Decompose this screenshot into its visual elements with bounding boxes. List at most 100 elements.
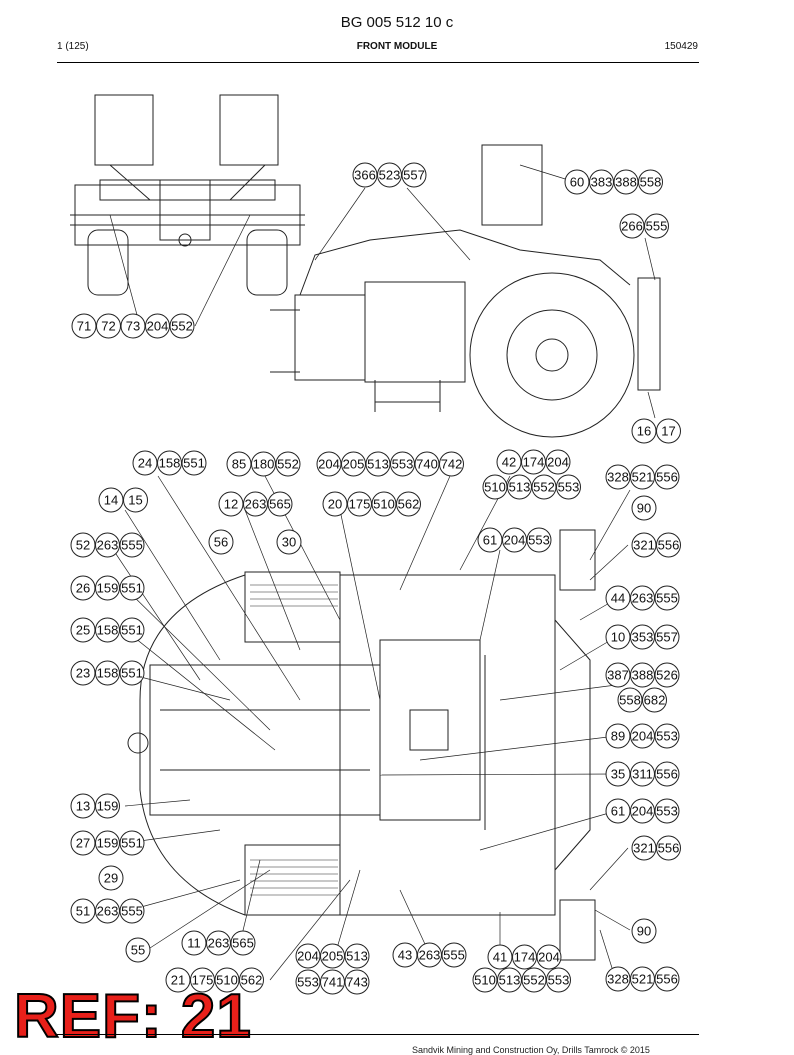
callout-label: 204	[318, 457, 340, 472]
callout-label: 263	[632, 591, 654, 606]
document-title: BG 005 512 10 c	[340, 14, 454, 31]
callout-label: 383	[591, 175, 613, 190]
callout-circle	[119, 898, 145, 924]
callout-label: 263	[245, 497, 267, 512]
callout-circle	[439, 451, 464, 477]
callout-label: 513	[499, 973, 521, 988]
callout-label: 205	[322, 949, 344, 964]
callout-label: 175	[349, 497, 371, 512]
top-view-drawing	[127, 529, 596, 961]
callout-circle	[656, 418, 681, 444]
callout-circle	[654, 464, 680, 490]
callout-label: 510	[474, 973, 496, 988]
callout-label: 15	[128, 493, 142, 508]
callout-label: 555	[646, 219, 668, 234]
callout-label: 174	[523, 455, 545, 470]
callout-label: 562	[241, 973, 263, 988]
callout-label: 552	[533, 480, 555, 495]
callout-label: 557	[656, 630, 678, 645]
callout-label: 263	[97, 904, 119, 919]
callout-label: 553	[558, 480, 580, 495]
callout-label: 321	[633, 538, 655, 553]
callout-label: 552	[171, 319, 193, 334]
callout-label: 30	[282, 535, 296, 550]
callout-label: 44	[611, 591, 625, 606]
callout-label: 51	[76, 904, 90, 919]
callout-label: 17	[661, 424, 675, 439]
callout-label: 204	[147, 319, 169, 334]
callout-label: 562	[398, 497, 420, 512]
callout-label: 388	[615, 175, 637, 190]
callout-label: 60	[570, 175, 584, 190]
callout-label: 263	[419, 948, 441, 963]
callout-label: 366	[354, 168, 376, 183]
callout-label: 159	[97, 836, 119, 851]
callout-label: 42	[502, 455, 516, 470]
callout-label: 73	[126, 319, 140, 334]
callout-label: 205	[343, 457, 365, 472]
side-view-drawing	[270, 144, 661, 438]
callout-circle	[536, 944, 562, 970]
callout-label: 555	[121, 904, 143, 919]
callout-circle	[654, 624, 680, 650]
callout-label: 521	[632, 972, 654, 987]
callout-circle	[275, 451, 301, 477]
callout-label: 21	[171, 973, 185, 988]
callout-label: 26	[76, 581, 90, 596]
callout-circle	[631, 918, 657, 944]
callout-circle	[239, 967, 264, 993]
callout-label: 55	[131, 943, 145, 958]
callout-circle	[441, 942, 467, 968]
callout-circle	[396, 491, 421, 517]
callout-circle	[631, 495, 657, 521]
callout-label: 510	[484, 480, 506, 495]
callout-label: 551	[121, 666, 143, 681]
callout-label: 510	[216, 973, 238, 988]
document-date: 150429	[664, 41, 698, 52]
callout-label: 526	[656, 668, 678, 683]
callout-label: 20	[328, 497, 342, 512]
callout-label: 85	[232, 457, 246, 472]
callout-circle	[119, 660, 145, 686]
callout-circle	[123, 487, 148, 513]
callout-circle	[276, 529, 302, 555]
callout-label: 551	[121, 836, 143, 851]
callout-label: 29	[104, 871, 118, 886]
callout-label: 16	[637, 424, 651, 439]
reference-stamp: REF: 21	[13, 982, 252, 1051]
callout-circle	[267, 491, 293, 517]
callout-label: 204	[538, 950, 560, 965]
callout-label: 552	[523, 973, 545, 988]
callout-circle	[654, 662, 680, 688]
callout-label: 328	[607, 972, 629, 987]
callout-label: 682	[644, 693, 666, 708]
callout-label: 71	[77, 319, 91, 334]
callout-label: 10	[611, 630, 625, 645]
callout-circle	[181, 450, 207, 476]
callout-circle	[344, 969, 370, 995]
callout-label: 158	[97, 623, 119, 638]
callout-label: 556	[656, 972, 678, 987]
callout-label: 553	[656, 804, 678, 819]
callout-circle	[526, 527, 552, 553]
callout-label: 90	[637, 501, 651, 516]
callout-label: 23	[76, 666, 90, 681]
callout-label: 204	[632, 804, 654, 819]
callout-circle	[230, 930, 256, 956]
callout-circle	[208, 529, 234, 555]
callout-label: 266	[621, 219, 643, 234]
callout-circle	[98, 865, 124, 891]
callout-label: 510	[373, 497, 395, 512]
callout-circle	[344, 943, 370, 969]
callout-label: 388	[632, 668, 654, 683]
callout-label: 558	[640, 175, 662, 190]
callout-label: 204	[547, 455, 569, 470]
callout-label: 553	[392, 457, 414, 472]
callout-label: 552	[277, 457, 299, 472]
callout-circle	[656, 532, 681, 558]
callout-circle	[656, 835, 681, 861]
callout-label: 557	[403, 168, 425, 183]
callout-label: 174	[514, 950, 536, 965]
